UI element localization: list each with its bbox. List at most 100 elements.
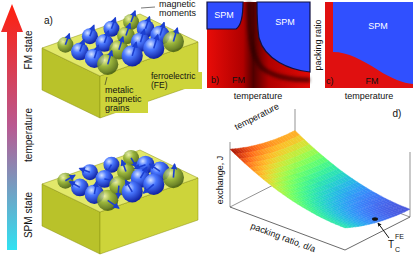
surface-patch xyxy=(340,226,348,228)
fm-region xyxy=(325,2,333,88)
axis-label: temperature xyxy=(234,92,283,101)
moment-arrow xyxy=(125,180,132,192)
leader-line xyxy=(105,77,107,85)
surface-patch xyxy=(321,217,329,220)
phase-label: FM xyxy=(366,77,379,86)
magnetic-grain xyxy=(97,54,118,75)
surface-patch xyxy=(292,201,300,204)
moment-arrow xyxy=(134,165,145,169)
spm-region xyxy=(257,2,310,72)
moment-arrow xyxy=(80,40,84,52)
surface-patch xyxy=(254,171,262,175)
panel-letter: a) xyxy=(44,16,53,26)
symbol-subscript: C xyxy=(395,246,400,253)
slab-top-face xyxy=(42,150,198,212)
moment-arrow xyxy=(143,184,153,193)
surface-patch xyxy=(268,183,276,187)
moment-arrow xyxy=(80,168,90,172)
axis-edge xyxy=(295,174,410,217)
surface-patch xyxy=(283,194,291,198)
surface-patch xyxy=(230,149,238,154)
surface-patch xyxy=(288,197,296,200)
moment-arrow xyxy=(118,186,119,199)
grain-group xyxy=(57,11,184,211)
moment-arrow xyxy=(108,51,112,65)
moment-arrow xyxy=(140,29,144,42)
axis-edge xyxy=(345,217,410,250)
moment-arrow xyxy=(122,160,126,171)
surface-patch xyxy=(302,207,310,210)
surface-patch xyxy=(240,158,248,163)
moment-arrow xyxy=(65,34,69,45)
phase-map xyxy=(325,2,413,88)
axis-edge xyxy=(410,152,411,217)
surface-patch xyxy=(316,215,324,218)
moment-arrow xyxy=(119,37,123,50)
moment-arrow xyxy=(131,11,135,22)
panel-letter: d) xyxy=(393,109,402,119)
surface-patch xyxy=(278,190,286,194)
surface-patch xyxy=(307,209,315,212)
temperature-arrow xyxy=(1,4,23,250)
leader-line xyxy=(141,7,155,8)
moment-arrow xyxy=(146,17,150,29)
moment-arrow xyxy=(111,18,115,29)
callout-label: ferroelectric (FE) xyxy=(150,72,202,89)
moment-arrow xyxy=(173,164,174,178)
phase-label: SPM xyxy=(214,11,234,20)
moment-arrow xyxy=(140,167,146,178)
symbol-superscript: FE xyxy=(395,233,404,240)
surface-patch xyxy=(244,163,252,168)
moment-arrow xyxy=(160,23,164,36)
callout-label: magnetic moments xyxy=(158,0,202,18)
magnetic-grain xyxy=(57,37,73,53)
curie-point xyxy=(372,217,378,221)
moment-arrow xyxy=(173,28,177,42)
magnetic-grain xyxy=(97,190,118,211)
magnetic-grain xyxy=(143,174,164,195)
phase-label: SPM xyxy=(368,22,388,31)
moment-arrow xyxy=(94,182,96,195)
moment-arrow xyxy=(108,200,119,208)
callout-label: metalic magnetic grains xyxy=(104,86,148,113)
moment-arrow xyxy=(65,175,75,181)
surface-patch xyxy=(297,204,305,207)
phase-label: FM xyxy=(232,76,245,85)
phase-boundary xyxy=(249,2,310,80)
axis-label: exchange, J xyxy=(216,156,225,205)
moment-arrow xyxy=(70,181,80,187)
state-label: SPM state xyxy=(24,192,34,238)
phase-label: SPM xyxy=(275,18,295,27)
state-label: FM state xyxy=(24,31,34,70)
moment-arrow xyxy=(94,45,98,58)
fm-region xyxy=(333,52,413,88)
surface-patch xyxy=(249,167,257,172)
exchange-surface xyxy=(230,130,410,228)
pointer-arrow xyxy=(378,223,389,238)
axis-label: temperature xyxy=(24,108,34,162)
surface-patch xyxy=(312,212,320,215)
moment-arrow xyxy=(154,35,158,49)
moment-arrow xyxy=(104,31,108,43)
surface-patch xyxy=(259,175,266,179)
slab-top-face xyxy=(42,14,198,76)
moment-arrow xyxy=(90,25,94,36)
moment-arrow xyxy=(126,24,130,36)
surface-patch xyxy=(273,187,281,191)
panel-letter: c) xyxy=(326,77,334,86)
spm-region xyxy=(207,2,243,29)
symbol-label: T xyxy=(388,240,394,250)
panel-letter: b) xyxy=(211,76,219,85)
surface-patch xyxy=(235,154,243,159)
axis-edge xyxy=(230,174,295,207)
axis-label: temperature xyxy=(233,102,280,132)
axis-label: packing ratio xyxy=(314,19,323,70)
surface-patch xyxy=(264,179,272,183)
surface-patch xyxy=(331,222,339,224)
surface-patch xyxy=(326,220,334,223)
axis-label: temperature xyxy=(345,92,394,101)
moment-arrow xyxy=(150,164,160,171)
phase-map xyxy=(207,2,310,88)
axis-edge xyxy=(230,142,231,207)
